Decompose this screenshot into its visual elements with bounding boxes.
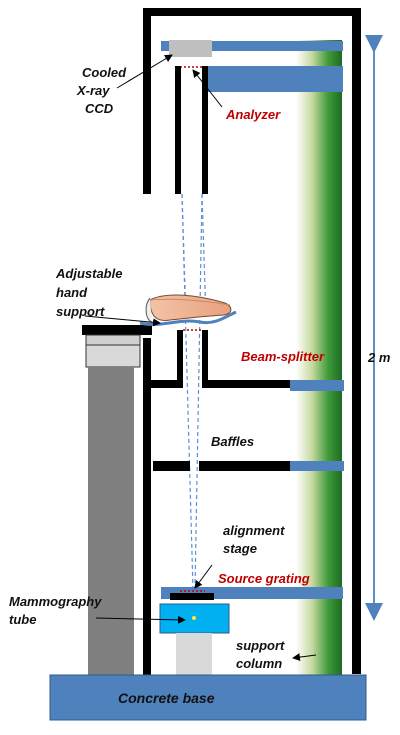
- concrete-base: [49, 674, 367, 721]
- frame-top-bar: [143, 8, 361, 16]
- frame-left-post-lower: [143, 338, 151, 675]
- left-column-cap: [82, 325, 152, 335]
- ccd-label-line3: CCD: [85, 101, 114, 116]
- hand-label-line1: Adjustable: [55, 266, 122, 281]
- ccd-label-line1: Cooled: [82, 65, 127, 80]
- tube-focal-spot: [192, 616, 196, 620]
- analyzer-label: Analyzer: [225, 107, 281, 122]
- beam-splitter-bracket: [290, 380, 344, 391]
- mammography-label-line2: tube: [9, 612, 36, 627]
- left-column-collar: [85, 334, 141, 346]
- beam-splitter-label: Beam-splitter: [241, 349, 325, 364]
- source-grating-label: Source grating: [218, 571, 310, 586]
- beam-splitter-shelf-left: [151, 380, 183, 388]
- beam-splitter-shelf-right: [202, 380, 292, 388]
- hand-support: [139, 294, 237, 326]
- hand-label-line3: support: [56, 304, 105, 319]
- mammography-label-line1: Mammography: [9, 594, 102, 609]
- baffle-bracket: [290, 461, 344, 471]
- mid-tube-left-wall: [177, 330, 183, 387]
- support-column-label-line1: support: [236, 638, 285, 653]
- hand-label-line2: hand: [56, 285, 88, 300]
- leader-lines: [84, 54, 317, 662]
- alignment-label-line2: stage: [223, 541, 257, 556]
- mid-tube-right-wall: [202, 330, 208, 387]
- frame-right-post: [352, 8, 361, 674]
- height-label: 2 m: [367, 350, 391, 365]
- ccd-body: [169, 40, 212, 57]
- alignment-label-line1: alignment: [223, 523, 285, 538]
- support-column-label-line2: column: [236, 656, 282, 671]
- ccd-label-line2: X-ray: [76, 83, 110, 98]
- beam-paths: [181, 193, 207, 591]
- hand-icon: [149, 294, 232, 321]
- baffle-left: [153, 461, 190, 471]
- left-column-head: [85, 344, 141, 368]
- upper-tube-left-wall: [175, 66, 181, 194]
- top-plate: [161, 41, 343, 51]
- left-column-shaft: [88, 367, 134, 675]
- baffles-label: Baffles: [211, 434, 254, 449]
- tube-stand: [176, 633, 212, 675]
- upper-tube-right-wall: [202, 66, 208, 194]
- analyzer-plate: [207, 66, 343, 92]
- frame-left-post-upper: [143, 8, 151, 194]
- alignment-stage: [170, 593, 214, 600]
- concrete-base-label: Concrete base: [118, 690, 215, 706]
- baffle-right: [199, 461, 292, 471]
